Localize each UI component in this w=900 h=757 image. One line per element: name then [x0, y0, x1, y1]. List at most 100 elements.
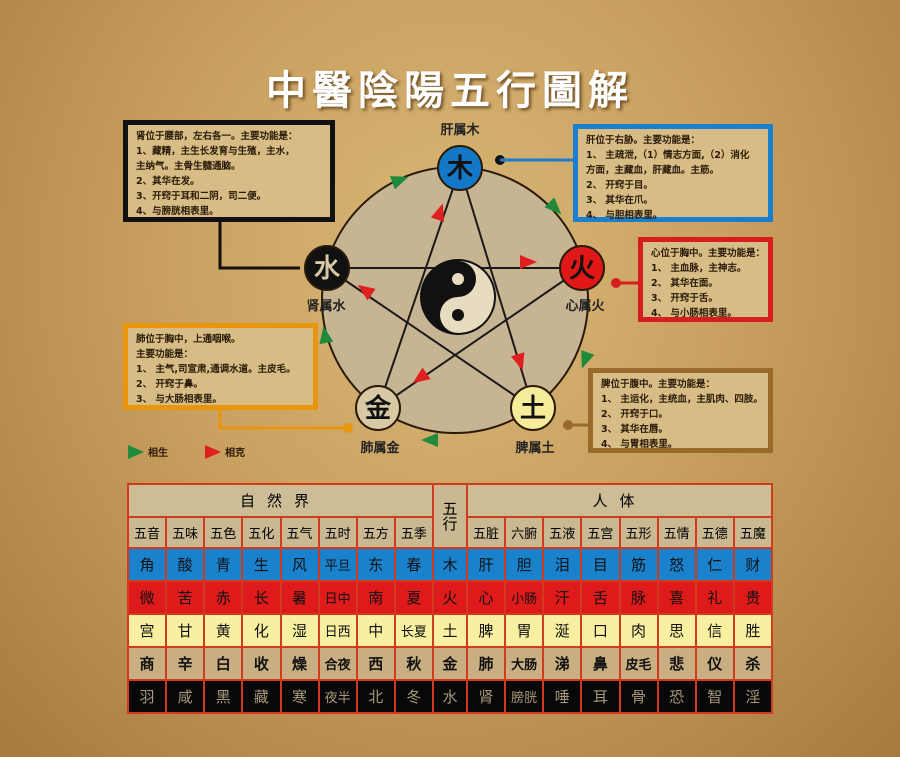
column-header: 五季: [393, 516, 435, 549]
table-cell: 小肠: [504, 580, 545, 615]
metal-glyph: 金: [364, 393, 392, 424]
table-cell: 仪: [694, 646, 735, 681]
table-cell: 贵: [732, 580, 774, 615]
table-cell: 东: [355, 547, 396, 582]
table-cell: 淫: [732, 679, 774, 714]
info-line: 1、藏精，主生长发育与生殖，主水，: [136, 146, 295, 157]
earth-label: 脾属土: [515, 440, 554, 456]
table-cell: 生: [241, 547, 282, 582]
wood-label: 肝属木: [440, 122, 480, 138]
info-line: 主纳气。主骨生髓通脑。: [136, 161, 241, 172]
table-row: 宫甘黄化湿日西中长夏土脾胃涎口肉思信胜: [126, 613, 774, 648]
restrain-arrow-icon: [430, 203, 445, 222]
info-line: 肾位于腰部，左右各一。主要功能是：: [136, 131, 298, 142]
table-cell: 南: [355, 580, 396, 615]
table-cell: 夜半: [317, 679, 358, 714]
column-header: 五形: [618, 516, 659, 549]
table-cell: 信: [694, 613, 735, 648]
table-cell: 日中: [317, 580, 358, 615]
table-cell: 筋: [618, 547, 659, 582]
table-cell: 春: [393, 547, 435, 582]
table-cell: 膀胱: [504, 679, 545, 714]
table-row: 商辛白收燥合夜西秋金肺大肠涕鼻皮毛悲仪杀: [126, 646, 774, 681]
column-header: 五宫: [580, 516, 621, 549]
info-line: 4、 与胃相表里。: [601, 439, 678, 450]
table-cell: 脉: [618, 580, 659, 615]
table-cell: 冬: [393, 679, 435, 714]
table-cell: 胆: [504, 547, 545, 582]
table-cell: 风: [279, 547, 320, 582]
info-line: 2、其华在发。: [136, 176, 200, 187]
info-line: 3、 其华在爪。: [586, 195, 653, 206]
element-cell: 土: [432, 613, 468, 648]
info-line: 心位于胸中。主要功能是：: [651, 248, 766, 259]
table-cell: 白: [203, 646, 244, 681]
info-line: 主要功能是：: [136, 349, 194, 360]
arrows: [319, 176, 595, 447]
info-line: 3、 其华在唇。: [601, 424, 668, 435]
table-cell: 西: [355, 646, 396, 681]
table-cell: 收: [241, 646, 282, 681]
table-cell: 赤: [203, 580, 244, 615]
earth-circle: [510, 385, 556, 431]
fire-circle: [559, 245, 605, 291]
generate-arrow-icon: [319, 326, 334, 345]
red-arrow-icon: [205, 444, 221, 459]
element-cell: 水: [432, 679, 468, 714]
yin-yang-icon: [420, 259, 496, 335]
green-arrow-icon: [128, 444, 144, 459]
table-cell: 羽: [126, 679, 168, 714]
info-line: 肝位于右胁。主要功能是：: [586, 135, 701, 146]
column-header: 五气: [279, 516, 320, 549]
table-cell: 长: [241, 580, 282, 615]
water-glyph: 水: [314, 254, 341, 284]
legend-generate: 相生: [128, 444, 168, 459]
table-cell: 胃: [504, 613, 545, 648]
table-cell: 平旦: [317, 547, 358, 582]
table-cell: 肝: [465, 547, 507, 582]
table-row: 羽咸黑藏寒夜半北冬水肾膀胱唾耳骨恐智淫: [126, 679, 774, 714]
column-header: 五方: [355, 516, 396, 549]
table-cell: 辛: [165, 646, 206, 681]
table-cell: 秋: [393, 646, 435, 681]
info-line: 方面，主藏血，肝藏血。主筋。: [586, 165, 720, 176]
info-line: 2、 开窍于口。: [601, 409, 668, 420]
table-cell: 恐: [656, 679, 697, 714]
table-cell: 舌: [580, 580, 621, 615]
info-line: 4、 与胆相表里。: [586, 210, 663, 221]
table-cell: 汗: [542, 580, 583, 615]
info-line: 1、 主血脉，主神志。: [651, 263, 747, 274]
table-cell: 肉: [618, 613, 659, 648]
column-header: 五魔: [732, 516, 774, 549]
table-cell: 夏: [393, 580, 435, 615]
column-header: 五情: [656, 516, 697, 549]
table-cell: 悲: [656, 646, 697, 681]
info-line: 肺位于胸中，上通咽喉。: [136, 334, 241, 345]
legend-restrain: 相克: [205, 444, 245, 459]
table-cell: 思: [656, 613, 697, 648]
table-cell: 大肠: [504, 646, 545, 681]
table-cell: 商: [126, 646, 168, 681]
generate-arrow-icon: [581, 350, 595, 369]
table-cell: 微: [126, 580, 168, 615]
metal-label: 肺属金: [360, 440, 400, 456]
info-line: 3、开窍于耳和二阴，司二便。: [136, 191, 267, 202]
info-line: 4、与膀胱相表里。: [136, 206, 219, 217]
restrain-arrow-icon: [357, 284, 376, 301]
table-cell: 暑: [279, 580, 320, 615]
info-line: 1、 主疏泄,（1）情志方面,（2）消化: [586, 150, 750, 161]
table-cell: 化: [241, 613, 282, 648]
table-cell: 日西: [317, 613, 358, 648]
table-cell: 宫: [126, 613, 168, 648]
table-cell: 耳: [580, 679, 621, 714]
wood-glyph: 木: [446, 154, 473, 184]
earth-glyph: 土: [520, 394, 546, 424]
fire-label: 心属火: [565, 299, 605, 314]
table-cell: 涎: [542, 613, 583, 648]
table-cell: 肺: [465, 646, 507, 681]
restrain-arrow-icon: [510, 352, 525, 371]
column-header: 五德: [694, 516, 735, 549]
info-line: 3、 开窍于舌。: [651, 293, 718, 304]
table-cell: 寒: [279, 679, 320, 714]
